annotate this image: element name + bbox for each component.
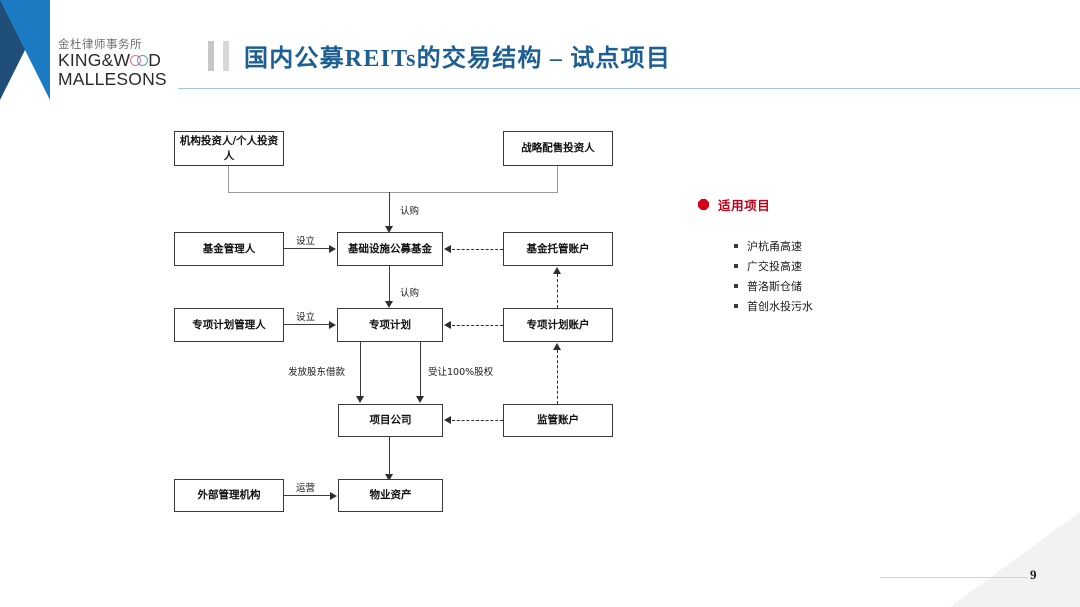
panel-title: 适用项目	[718, 198, 771, 213]
red-octagon-bullet-icon	[698, 199, 709, 210]
edge-label-equity-transfer: 受让100%股权	[428, 367, 494, 378]
logo-en-text-a: KING&W	[58, 50, 131, 71]
list-item: 沪杭甬高速	[734, 238, 998, 254]
node-external-manager[interactable]: 外部管理机构	[174, 479, 284, 512]
edge-operation-line	[284, 495, 330, 497]
node-fund-custody-account[interactable]: 基金托管账户	[503, 232, 613, 266]
edge-absaccount-to-custody-line	[557, 274, 558, 308]
logo-english-name-line2: MALLESONS	[58, 69, 167, 90]
node-public-fund[interactable]: 基础设施公募基金	[337, 232, 443, 266]
logo-english-name-line1: KING&W D	[58, 51, 178, 70]
title-divider	[178, 88, 1080, 89]
brand-logo-mark	[0, 0, 50, 100]
node-abs-plan[interactable]: 专项计划	[337, 308, 443, 342]
page-title: 国内公募REITs的交易结构 – 试点项目	[244, 46, 672, 72]
square-bullet-icon	[734, 304, 738, 308]
edge-subscribe-fund-line	[389, 192, 391, 228]
title-accent-bar-1	[208, 40, 214, 71]
list-item: 首创水投污水	[734, 298, 998, 314]
edge-equity-transfer-arrow	[416, 396, 424, 403]
edge-shareholder-loan-line	[360, 342, 362, 397]
edge-subscribe-abs-arrow	[385, 301, 393, 308]
square-bullet-icon	[734, 284, 738, 288]
edge-project-to-property-arrow	[385, 474, 393, 481]
slide-header: 国内公募REITs的交易结构 – 试点项目	[208, 38, 671, 73]
node-property-asset[interactable]: 物业资产	[338, 479, 443, 512]
edge-equity-transfer-line	[420, 342, 422, 397]
square-bullet-icon	[734, 244, 738, 248]
edge-custody-to-fund-line	[452, 249, 503, 250]
edge-shareholder-loan-arrow	[356, 396, 364, 403]
edge-supervision-to-project-line	[452, 420, 503, 421]
edge-subscribe-abs-line	[389, 266, 391, 302]
list-item-label: 普洛斯仓储	[747, 280, 802, 293]
project-list: 沪杭甬高速 广交投高速 普洛斯仓储 首创水投污水	[734, 238, 998, 314]
footer-divider	[880, 577, 1028, 578]
brand-logo-text: 金杜律师事务所 KING&W D MALLESONS	[58, 37, 178, 90]
edge-investors-bus	[228, 192, 558, 194]
panel-header: 适用项目	[698, 195, 998, 214]
title-accent-bar-2	[223, 40, 229, 71]
edge-supervision-to-absaccount-arrow	[552, 343, 561, 350]
list-item-label: 首创水投污水	[747, 300, 813, 313]
node-supervision-account[interactable]: 监管账户	[503, 404, 613, 437]
edge-label-shareholder-loan: 发放股东借款	[288, 367, 346, 378]
edge-strategic-drop	[557, 166, 559, 193]
list-item: 广交投高速	[734, 258, 998, 274]
applicable-projects-panel: 适用项目 沪杭甬高速 广交投高速 普洛斯仓储 首创水投污水	[698, 195, 998, 318]
edge-absaccount-to-plan-arrow	[444, 321, 451, 329]
edge-establish-abs-line	[284, 324, 329, 326]
edge-establish-fund-line	[284, 248, 329, 250]
edge-label-subscribe-fund: 认购	[400, 206, 420, 217]
node-abs-plan-account[interactable]: 专项计划账户	[503, 308, 613, 342]
edge-operation-arrow	[330, 491, 337, 500]
edge-project-to-property-line	[389, 437, 391, 475]
square-bullet-icon	[734, 264, 738, 268]
edge-institutional-drop	[228, 166, 230, 193]
node-fund-manager[interactable]: 基金管理人	[174, 232, 284, 266]
edge-establish-abs-arrow	[329, 320, 336, 329]
edge-supervision-to-absaccount-line	[557, 350, 558, 404]
page-number: 9	[1030, 567, 1037, 582]
edge-absaccount-to-plan-line	[452, 325, 503, 326]
transaction-structure-diagram: 机构投资人/个人投资人 战略配售投资人 认购 基金管理人 基础设施公募基金 基金…	[174, 131, 613, 512]
corner-decoration	[950, 512, 1080, 607]
logo-ring-blue-icon	[137, 55, 149, 67]
node-institutional-investors[interactable]: 机构投资人/个人投资人	[174, 131, 284, 166]
node-project-company[interactable]: 项目公司	[338, 404, 443, 437]
list-item-label: 沪杭甬高速	[747, 240, 802, 253]
edge-absaccount-to-custody-arrow	[552, 267, 561, 274]
edge-label-operation: 运营	[296, 483, 316, 494]
node-strategic-investors[interactable]: 战略配售投资人	[503, 131, 613, 166]
logo-double-o-icon	[130, 51, 149, 70]
edge-label-establish-abs: 设立	[296, 312, 316, 323]
edge-supervision-to-project-arrow	[444, 416, 451, 424]
logo-triangle-light	[0, 0, 50, 100]
logo-en-text-b: D	[148, 50, 162, 71]
edge-label-subscribe-abs: 认购	[400, 288, 420, 299]
edge-label-establish-fund: 设立	[296, 236, 316, 247]
node-abs-manager[interactable]: 专项计划管理人	[174, 308, 284, 342]
logo-chinese-name: 金杜律师事务所	[58, 37, 142, 51]
edge-establish-fund-arrow	[329, 244, 336, 253]
list-item-label: 广交投高速	[747, 260, 802, 273]
edge-custody-to-fund-arrow	[444, 245, 451, 253]
edge-subscribe-fund-arrow	[385, 226, 393, 233]
list-item: 普洛斯仓储	[734, 278, 998, 294]
